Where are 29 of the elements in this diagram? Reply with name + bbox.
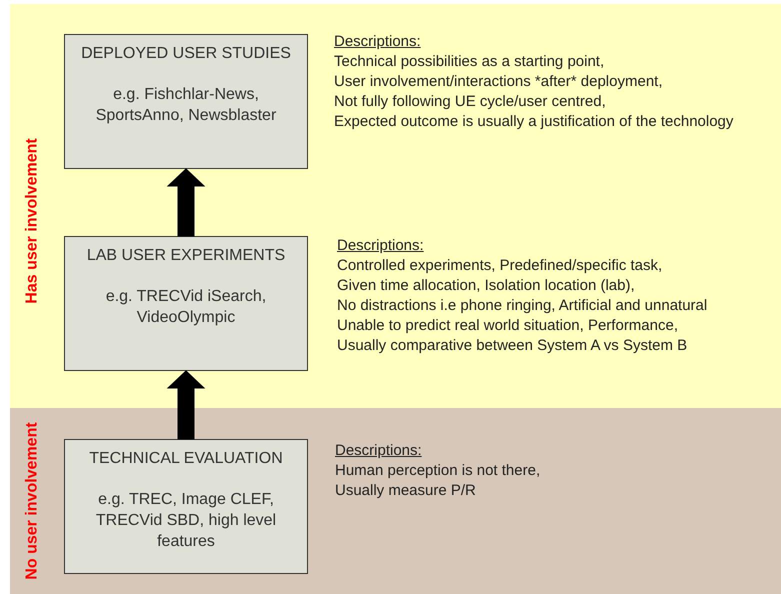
description-text: Human perception is not there,	[335, 461, 540, 481]
band-label: No user involvement	[23, 422, 42, 580]
band-label: Has user involvement	[23, 138, 42, 304]
stage-title: LAB USER EXPERIMENTS	[86, 246, 286, 266]
description-heading: Descriptions:	[335, 441, 422, 461]
description-text: No distractions i.e phone ringing, Artificial and unnatural	[337, 296, 708, 316]
stage-examples: e.g. TRECVid iSearch, VideoOlympic	[104, 287, 268, 328]
description-text: Controlled experiments, Predefined/specific task,	[337, 256, 662, 276]
description-text: Usually measure P/R	[335, 481, 476, 501]
stage-box	[64, 236, 308, 371]
description-text: Unable to predict real world situation, Performance,	[337, 316, 678, 336]
stage-title: TECHNICAL EVALUATION	[89, 449, 283, 469]
description-text: Given time allocation, Isolation location (lab),	[337, 276, 635, 296]
band-background	[10, 4, 781, 408]
block-arrow	[166, 370, 206, 440]
description-text: Expected outcome is usually a justification of the technology	[334, 112, 734, 132]
stage-title: DEPLOYED USER STUDIES	[81, 44, 291, 64]
stage-box	[64, 34, 308, 169]
stage-examples: e.g. Fishchlar-News, SportsAnno, Newsblaster	[94, 85, 278, 126]
description-heading: Descriptions:	[337, 236, 424, 256]
band-background	[10, 408, 781, 594]
stage-box	[64, 439, 308, 574]
description-text: Usually comparative between System A vs System B	[337, 336, 688, 356]
description-heading: Descriptions:	[334, 32, 421, 52]
block-arrow	[166, 168, 206, 236]
description-text: Not fully following UE cycle/user centred,	[334, 92, 606, 112]
stage-examples: e.g. TREC, Image CLEF, TRECVid SBD, high level features	[94, 490, 278, 552]
description-text: Technical possibilities as a starting point,	[334, 52, 604, 72]
description-text: User involvement/interactions *after* deployment,	[334, 72, 662, 92]
